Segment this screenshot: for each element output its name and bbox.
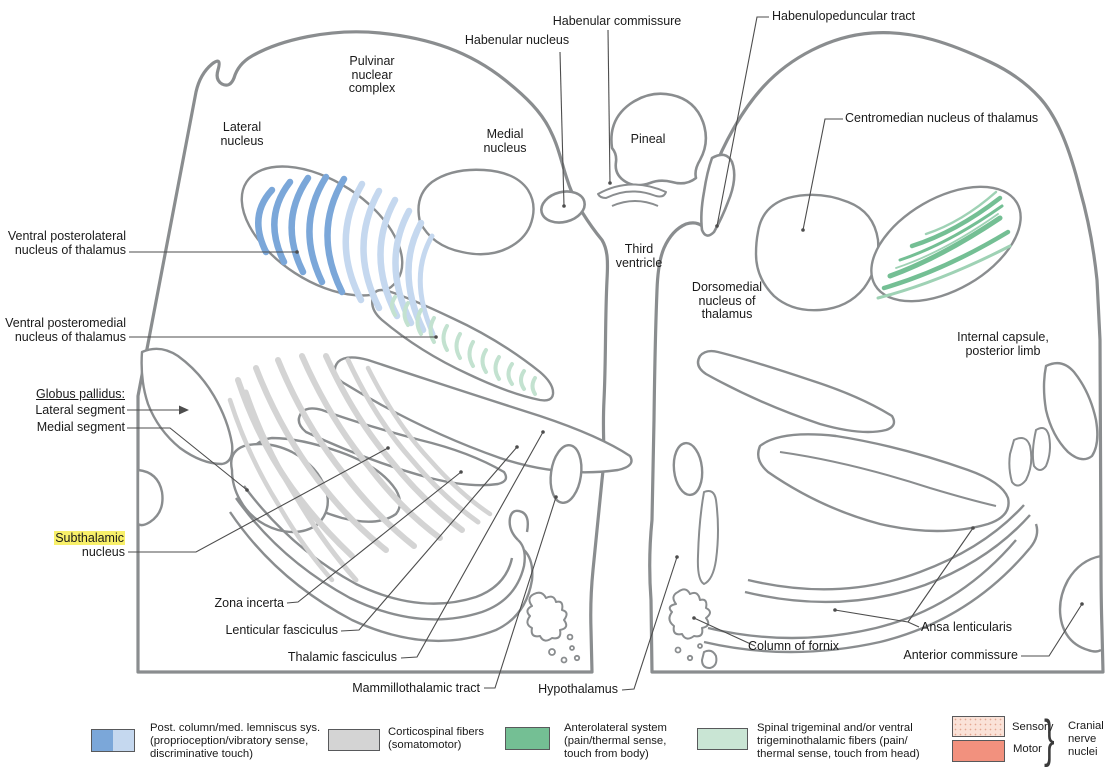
legend-label-corticospinal: Corticospinal fibers (somatomotor): [388, 726, 485, 751]
lateral-segment-arrowhead: [179, 405, 189, 415]
legend-label-motor: Motor: [1013, 743, 1042, 755]
leader-dots: [179, 181, 1084, 620]
gp-right-inner-line: [779, 451, 997, 507]
globus-pallidus-lateral-shape: [140, 347, 234, 466]
label-globus-pallidus-heading: Globus pallidus:: [36, 387, 125, 401]
subthalamic-highlight: Subthalamic: [54, 531, 125, 545]
left-hemisphere-outline: [136, 30, 610, 674]
mammillothalamic-left-shape: [549, 444, 583, 504]
label-pineal: Pineal: [630, 132, 666, 146]
habenula-right-shape: [700, 153, 736, 237]
label-dorsomedial-nucleus: Dorsomedial nucleus of thalamus: [691, 280, 763, 321]
label-ventral-posteromedial: Ventral posteromedial nucleus of thalamu…: [5, 316, 126, 344]
habenular-recess-arc: [611, 200, 659, 207]
fornix-right-blob2: [701, 649, 718, 669]
anterolateral-stripes: [876, 190, 1012, 300]
legend-brace: }: [1044, 710, 1055, 768]
label-hypothalamus: Hypothalamus: [538, 682, 618, 696]
finger-below-right: [696, 490, 719, 585]
habenular-commissure-shape: [597, 183, 667, 199]
label-habenular-nucleus: Habenular nucleus: [464, 33, 570, 47]
legend-swatch-sensory: [952, 716, 1005, 737]
label-internal-capsule: Internal capsule, posterior limb: [957, 330, 1049, 358]
legend-swatch-motor: [952, 740, 1005, 762]
fornix-right-dots: [674, 643, 703, 662]
legend-label-lemniscus: Post. column/med. lemniscus sys. (propri…: [150, 722, 321, 760]
label-third-ventricle: Third ventricle: [615, 242, 663, 270]
centromedian-shape: [754, 193, 880, 312]
legend-label-cranial-nerve-nuclei: Cranial nerve nuclei: [1068, 720, 1104, 758]
finger-right-1: [1008, 437, 1033, 487]
subthalamic-word-nucleus: nucleus: [81, 544, 125, 559]
vpl-right-shape: [870, 185, 1022, 303]
ansa-lenticularis-band: [744, 504, 1031, 604]
right-structures: [668, 185, 1102, 669]
fornix-left-dots: [548, 633, 581, 664]
label-medial-segment: Medial segment: [36, 420, 125, 434]
label-lateral-segment: Lateral segment: [35, 403, 125, 417]
fornix-left-shape: [526, 591, 568, 642]
label-pulvinar-nuclear-complex: Pulvinar nuclear complex: [348, 54, 396, 95]
thalamic-fasciculus-band: [333, 356, 633, 474]
legend-label-trigeminal: Spinal trigeminal and/or ventral trigemi…: [757, 722, 920, 760]
legend-label-anterolateral: Anterolateral system (pain/thermal sense…: [564, 722, 667, 760]
left-edge-bump: [136, 468, 164, 527]
anterior-commissure-shape: [1058, 554, 1102, 653]
dorsomedial-left-shape: [417, 168, 535, 256]
corticospinal-fibers: [227, 353, 493, 583]
label-centromedian-nucleus: Centromedian nucleus of thalamus: [845, 111, 1039, 125]
legend-swatch-lemniscus: [91, 729, 135, 752]
label-habenulopeduncular-tract: Habenulopeduncular tract: [772, 9, 916, 23]
label-anterior-commissure: Anterior commissure: [903, 648, 1018, 662]
legend-label-sensory: Sensory: [1012, 721, 1054, 733]
cerebral-peduncle-right: [703, 523, 1039, 654]
label-ansa-lenticularis: Ansa lenticularis: [921, 620, 1013, 634]
trigeminothalamic-stripes: [390, 295, 537, 396]
label-zona-incerta: Zona incerta: [214, 596, 284, 610]
label-habenular-commissure: Habenular commissure: [552, 14, 682, 28]
label-thalamic-fasciculus: Thalamic fasciculus: [287, 650, 397, 664]
cerebral-peduncle-left: [229, 485, 534, 643]
label-medial-nucleus: Medial nucleus: [483, 127, 527, 155]
mammillothalamic-right-shape: [672, 441, 704, 497]
label-mammillothalamic-tract: Mammillothalamic tract: [352, 681, 480, 695]
label-lateral-nucleus: Lateral nucleus: [220, 120, 264, 148]
label-column-of-fornix: Column of fornix: [748, 639, 840, 653]
gp-lateral-right-shape: [1042, 361, 1099, 461]
legend-swatch-corticospinal: [328, 729, 380, 751]
pineal-shape: [610, 92, 708, 187]
midline-structures: [540, 92, 736, 237]
legend-swatch-trigeminal: [697, 728, 748, 750]
label-ventral-posterolateral: Ventral posterolateral nucleus of thalam…: [7, 229, 126, 257]
legend-swatch-anterolateral: [505, 727, 550, 750]
medial-lemniscus-stripes: [255, 173, 436, 337]
finger-right-2: [1031, 427, 1051, 471]
band-right-upper: [696, 349, 896, 434]
label-lenticular-fasciculus: Lenticular fasciculus: [225, 623, 338, 637]
leader-lines: [127, 16, 1083, 691]
